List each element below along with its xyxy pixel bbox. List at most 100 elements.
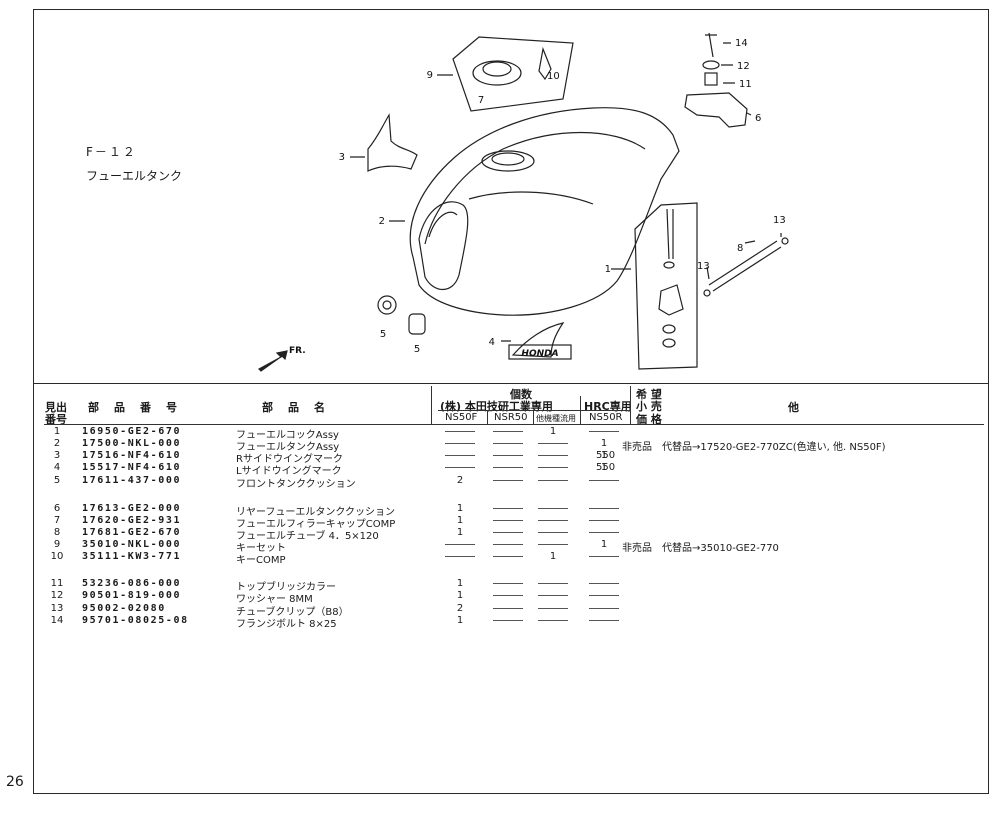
callout-8: 8 (737, 243, 743, 254)
qty-q1: 1 (456, 590, 464, 601)
side-wing-mark-drawing (367, 113, 418, 172)
qty-dash (493, 543, 523, 545)
remarks: 非売品 代替品→35010-GE2-770 (622, 543, 779, 554)
page-number: 26 (6, 774, 24, 790)
qty-q2 (488, 475, 528, 486)
callout-11: 11 (739, 79, 752, 90)
header-col-nsr50: NSR50 (494, 412, 528, 423)
qty-dash (538, 479, 568, 481)
qty-q3 (533, 462, 573, 473)
part-name: フューエルチューブ 4．5×120 (236, 531, 379, 542)
qty-dash (493, 519, 523, 521)
part-number: 35010-NKL-000 (82, 539, 182, 550)
callout-14: 14 (735, 38, 748, 49)
callout-3: 3 (339, 152, 345, 163)
qty-q2 (488, 426, 528, 437)
qty-q3 (533, 539, 573, 550)
header-col-other: 他機種流用 (536, 414, 576, 423)
qty-q3 (533, 450, 573, 461)
ref-number: 14 (50, 615, 64, 626)
qty-dash (589, 582, 619, 584)
qty-q4 (584, 503, 624, 514)
qty-dash (538, 594, 568, 596)
qty-dash (538, 607, 568, 609)
qty-q1 (440, 539, 480, 550)
ref-number: 7 (53, 515, 61, 526)
part-number: 17681-GE2-670 (82, 527, 182, 538)
qty-dash (493, 619, 523, 621)
qty-q2 (488, 590, 528, 601)
qty-dash (445, 543, 475, 545)
ref-number: 10 (50, 551, 64, 562)
qty-dash (538, 507, 568, 509)
qty-dash (589, 607, 619, 609)
part-number: 17611-437-000 (82, 475, 182, 486)
qty-q3 (533, 615, 573, 626)
qty-q1 (440, 438, 480, 449)
header-ref-line1: 見出 (45, 401, 67, 414)
honda-emblem-drawing (511, 322, 565, 358)
part-number: 90501-819-000 (82, 590, 182, 601)
header-col-ns50r: NS50R (589, 412, 623, 423)
header-part-name: 部 品 名 (262, 401, 327, 414)
qty-q2 (488, 527, 528, 538)
header-retail-1: 希 望 (636, 388, 662, 401)
qty-q1: 1 (456, 615, 464, 626)
qty-q1: 1 (456, 578, 464, 589)
qty-q1 (440, 551, 480, 562)
qty-dash (538, 531, 568, 533)
part-number: 17500-NKL-000 (82, 438, 182, 449)
remarks: 550 (596, 462, 616, 473)
figure-title: フューエルタンク (86, 169, 183, 183)
qty-q4 (584, 551, 624, 562)
qty-q3 (533, 515, 573, 526)
rule-hrc-right (630, 386, 631, 424)
rule-subheader (438, 410, 628, 411)
callout-4: 4 (489, 337, 495, 348)
figure-id: F－１２ (86, 145, 137, 159)
ref-number: 9 (53, 539, 61, 550)
rule-col2 (533, 411, 534, 424)
qty-dash (538, 442, 568, 444)
qty-dash (589, 507, 619, 509)
part-number: 17613-GE2-000 (82, 503, 182, 514)
qty-q2 (488, 551, 528, 562)
qty-dash (538, 454, 568, 456)
rear-cushion-drawing (684, 92, 748, 128)
qty-q1: 1 (456, 503, 464, 514)
exploded-diagram: 1 2 3 4 5 5 6 7 8 9 10 11 12 13 13 14 FR… (258, 32, 789, 372)
qty-q1 (440, 462, 480, 473)
header-qty-title: 個数 (510, 388, 532, 401)
part-name: キーセット (236, 543, 286, 554)
front-cushion-drawing (377, 295, 397, 315)
qty-dash (493, 507, 523, 509)
part-number: 53236-086-000 (82, 578, 182, 589)
qty-q4: 1 (600, 438, 608, 449)
fuel-tank-drawing (409, 107, 680, 316)
part-name: ワッシャー 8MM (236, 594, 313, 605)
header-part-number: 部 品 番 号 (88, 401, 179, 414)
qty-q4 (584, 578, 624, 589)
part-number: 17620-GE2-931 (82, 515, 182, 526)
part-name: トップブリッジカラー (236, 582, 336, 593)
qty-dash (493, 479, 523, 481)
qty-q1: 2 (456, 603, 464, 614)
qty-dash (538, 619, 568, 621)
part-name: フューエルフィラーキャップCOMP (236, 519, 396, 530)
rule-col1 (487, 411, 488, 424)
qty-q3 (533, 503, 573, 514)
fuel-tube-drawing (708, 240, 782, 292)
qty-q4 (584, 590, 624, 601)
qty-q4 (584, 603, 624, 614)
qty-dash (589, 594, 619, 596)
qty-q4 (584, 615, 624, 626)
callout-10: 10 (547, 71, 560, 82)
header-retail-2: 小 売 (636, 400, 662, 413)
ref-number: 12 (50, 590, 64, 601)
qty-q4: 1 (600, 539, 608, 550)
part-number: 15517-NF4-610 (82, 462, 182, 473)
qty-q2 (488, 539, 528, 550)
part-number: 95002-02080 (82, 603, 166, 614)
qty-q4 (584, 475, 624, 486)
part-name: フューエルタンクAssy (236, 442, 340, 453)
